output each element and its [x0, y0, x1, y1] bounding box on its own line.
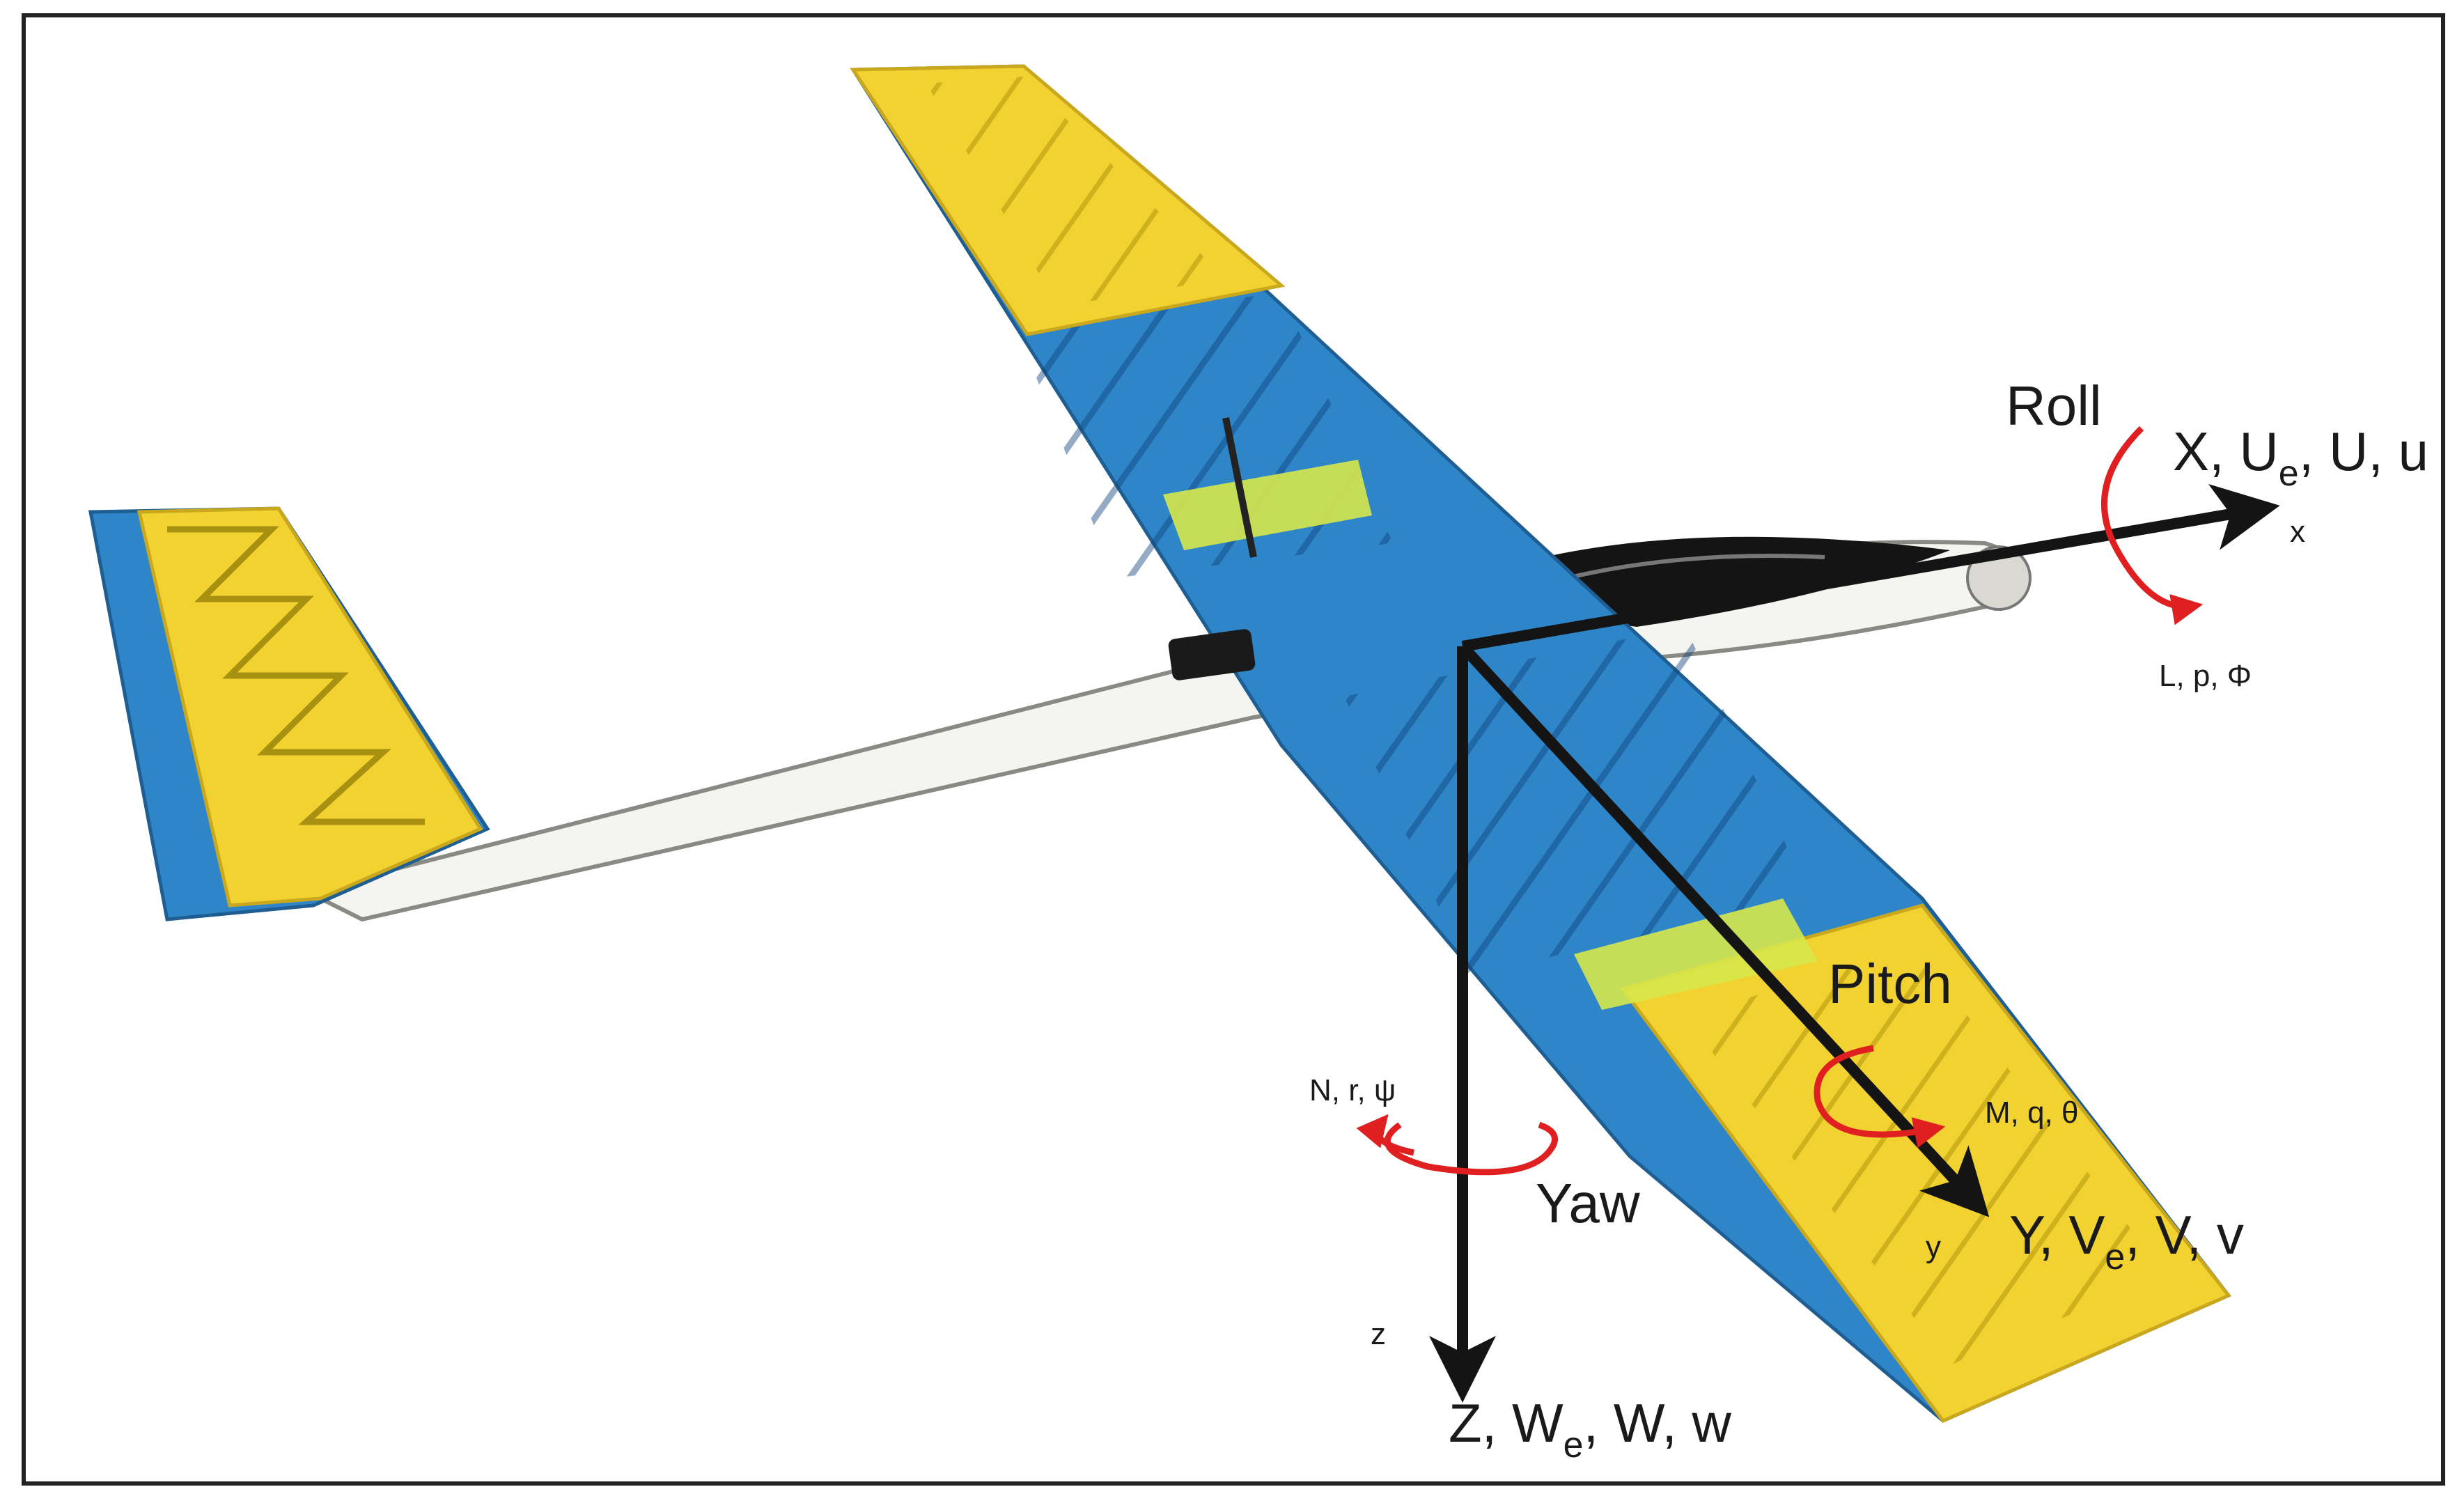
pitch-force-label: Y, Ve, V, v — [2009, 1204, 2244, 1277]
rotation-arrows — [1356, 426, 2204, 1176]
z-axis-label: z — [1371, 1317, 1386, 1351]
x-axis-arrow — [1461, 483, 2280, 652]
roll-rotation-arrow — [2101, 426, 2204, 625]
yaw-force-label: Z, We, W, w — [1449, 1392, 1732, 1465]
roll-moment-label: L, p, Φ — [2159, 659, 2252, 693]
nose-cone — [1966, 545, 2032, 611]
y-axis-arrow — [1458, 642, 1990, 1217]
x-axis-label: x — [2290, 515, 2305, 549]
body-axes — [1429, 483, 2280, 1403]
pitch-rotation-arrow — [1814, 1045, 1946, 1148]
glider-illustration — [88, 64, 2231, 1424]
roll-label: Roll — [2006, 375, 2102, 437]
pitch-moment-label: M, q, θ — [1985, 1096, 2079, 1130]
y-axis-label: y — [1926, 1230, 1941, 1264]
yaw-label: Yaw — [1536, 1172, 1640, 1234]
pitch-label: Pitch — [1828, 953, 1952, 1015]
yaw-moment-label: N, r, ψ — [1309, 1073, 1396, 1107]
roll-force-label: X, Ue, U, u — [2173, 421, 2428, 494]
